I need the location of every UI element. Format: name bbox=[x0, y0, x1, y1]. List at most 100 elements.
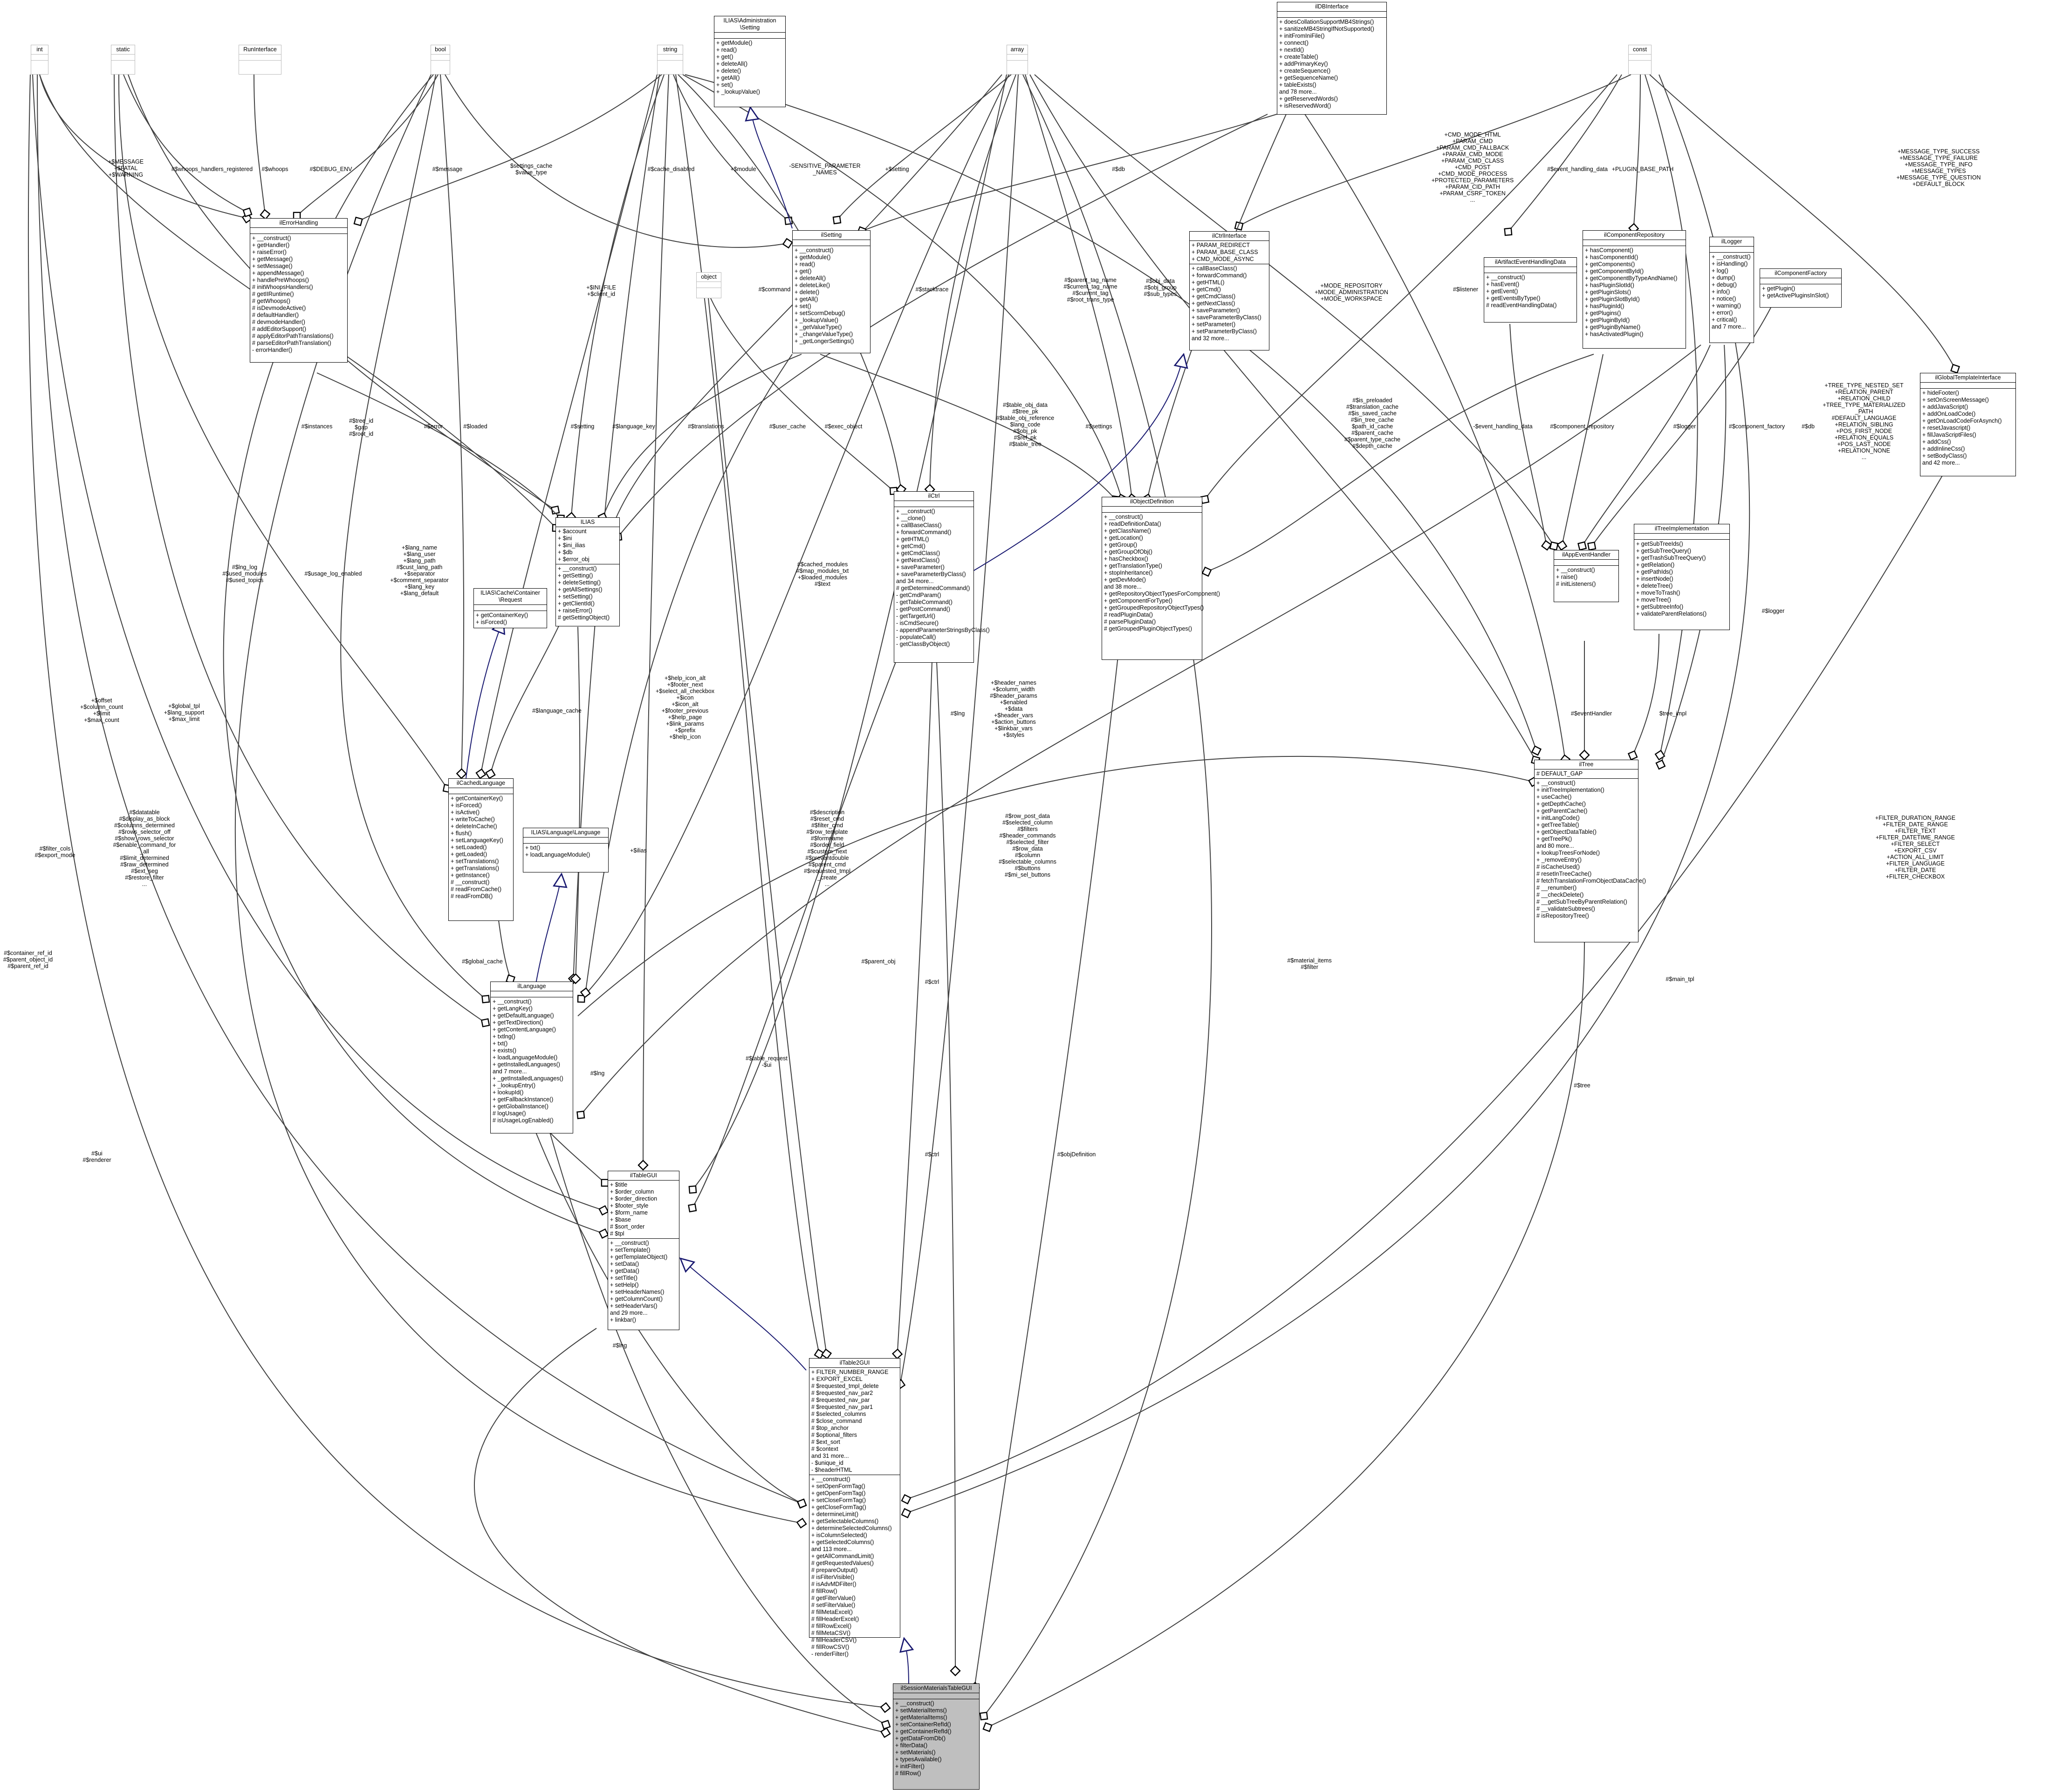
class-run-interface: RunInterface bbox=[239, 45, 281, 75]
operation-line: + _lookupValue() bbox=[795, 317, 838, 323]
class-attributes bbox=[250, 228, 347, 234]
class-name: ilLanguage bbox=[491, 982, 573, 991]
edge-objdef-sessionmat bbox=[969, 652, 1119, 1693]
operation-line: + _removeEntry() bbox=[1536, 857, 1582, 863]
operation-line: + fillJavaScriptFiles() bbox=[1922, 432, 1976, 438]
class-operations: + getContainerKey()+ isForced()+ isActiv… bbox=[449, 794, 513, 901]
edge-label: #$ui #$renderer bbox=[82, 1150, 111, 1163]
edge-iltree-sessionmat bbox=[982, 941, 1585, 1732]
operation-line: + _getLongerSettings() bbox=[795, 338, 854, 344]
operation-line: + determineLimit() bbox=[811, 1511, 859, 1517]
edge-label: #$ctrl bbox=[925, 1151, 939, 1158]
attribute-line: + FILTER_NUMBER_RANGE bbox=[811, 1369, 889, 1375]
operation-line: + lookupId() bbox=[493, 1089, 524, 1096]
operation-line: + isReservedWord() bbox=[1279, 103, 1331, 109]
operation-line: + getRelation() bbox=[1636, 562, 1675, 568]
class-ilappeventhandler: ilAppEventHandler+ __construct()+ raise(… bbox=[1554, 550, 1619, 602]
edge-const-objdef bbox=[1200, 74, 1618, 504]
edge-label: #$main_tpl bbox=[1666, 976, 1694, 982]
operation-line: + saveParameterByClass() bbox=[1192, 314, 1261, 321]
class-attributes bbox=[714, 33, 785, 39]
class-operations: + getContainerKey()+ isForced() bbox=[474, 611, 547, 627]
class-iltablegui: ilTableGUI+ $title+ $order_column+ $orde… bbox=[608, 1171, 679, 1330]
class-operations bbox=[431, 61, 450, 62]
operation-line: + setParameter() bbox=[1192, 321, 1236, 328]
operation-line: # parseEditorPathTranslation() bbox=[252, 340, 331, 346]
edge-label: +TREE_TYPE_NESTED_SET +RELATION_PARENT +… bbox=[1823, 382, 1905, 460]
edge-label: #$component_factory bbox=[1728, 423, 1785, 430]
operation-line: + delete() bbox=[716, 68, 741, 74]
edge-label: #$container_ref_id #$parent_object_id #$… bbox=[3, 950, 53, 969]
operation-line: + setBodyClass() bbox=[1922, 453, 1967, 459]
operation-line: + getDataFromDb() bbox=[895, 1735, 946, 1742]
class-operations bbox=[239, 61, 281, 62]
attribute-line: # $requested_nav_par2 bbox=[811, 1390, 873, 1396]
operation-line: + exists() bbox=[493, 1047, 517, 1054]
operation-line: + setTemplate() bbox=[610, 1247, 651, 1253]
class-ilerrorhandling: ilErrorHandling+ __construct()+ getHandl… bbox=[250, 218, 348, 363]
edge-array-appevent bbox=[1034, 74, 1559, 551]
edge-label: #$language_key bbox=[612, 423, 655, 430]
attribute-line: + $footer_style bbox=[610, 1202, 649, 1209]
class-operations bbox=[31, 61, 48, 62]
edge-label: #$translations bbox=[688, 423, 724, 430]
operation-line: + hasPluginId() bbox=[1585, 303, 1624, 309]
class-static: static bbox=[111, 45, 135, 75]
operation-line: + getModule() bbox=[716, 40, 753, 46]
operation-line: + getLangKey() bbox=[493, 1005, 533, 1012]
edge-label: #$usage_log_enabled bbox=[304, 570, 362, 577]
operation-line: + filterData() bbox=[895, 1742, 928, 1749]
operation-line: # getRequestedValues() bbox=[811, 1560, 874, 1566]
operation-line: + getAllSettings() bbox=[558, 586, 603, 593]
operation-line: + readDefinitionData() bbox=[1104, 521, 1161, 527]
operation-line: + stopInheritance() bbox=[1104, 570, 1153, 576]
operation-line: + getActivePluginsInSlot() bbox=[1762, 292, 1829, 299]
operation-line: + getNextClass() bbox=[896, 557, 940, 563]
class-name: ilObjectDefinition bbox=[1102, 497, 1202, 507]
operation-line: + forwardCommand() bbox=[1192, 272, 1247, 279]
operation-line: - isCmdSecure() bbox=[896, 620, 939, 626]
class-name: ilDBInterface bbox=[1277, 2, 1386, 12]
class-name: ILIAS\Cache\Container \Request bbox=[474, 589, 547, 605]
operation-line: + getContainerRefId() bbox=[895, 1728, 952, 1735]
operation-line: + getCmd() bbox=[1192, 286, 1221, 293]
edge-bool-illanguage bbox=[340, 74, 490, 1003]
operation-line: + setMaterialItems() bbox=[895, 1707, 947, 1714]
operation-line: + initLangCode() bbox=[1536, 815, 1580, 821]
operation-line: + deleteAll() bbox=[716, 61, 748, 67]
class-operations: + doesCollationSupportMB4Strings()+ sani… bbox=[1277, 18, 1386, 110]
class-name: object bbox=[697, 273, 721, 282]
operation-line: + set() bbox=[716, 82, 733, 88]
class-operations: + __construct()+ setTemplate()+ getTempl… bbox=[608, 1239, 679, 1325]
operation-line: - appendParameterStringsByClass() bbox=[896, 627, 990, 633]
operation-line: + get() bbox=[716, 54, 733, 60]
inherit-illanguage-langlanguage bbox=[535, 874, 562, 984]
edge-label: #$lng bbox=[950, 710, 965, 717]
edge-logger-illanguage bbox=[576, 344, 1701, 1119]
operation-line: + warning() bbox=[1712, 302, 1741, 309]
operation-line: + getHTML() bbox=[896, 536, 929, 542]
class-name: ilComponentFactory bbox=[1760, 269, 1841, 278]
operation-line: # isAdvMDFilter() bbox=[811, 1581, 857, 1587]
class-operations: + getPlugin()+ getActivePluginsInSlot() bbox=[1760, 284, 1841, 300]
class-ilias-cache-container-request: ILIAS\Cache\Container \Request + getConta… bbox=[473, 588, 547, 628]
operation-line: + getComponents() bbox=[1585, 261, 1635, 268]
operation-line: + hasPluginSlotId() bbox=[1585, 282, 1634, 288]
class-operations: + __construct()+ hasEvent()+ getEvent()+… bbox=[1484, 273, 1576, 310]
edge-int-sessionmat bbox=[27, 74, 891, 1713]
class-ilias-language-language: ILIAS\Language\Language+ txt()+ loadLang… bbox=[523, 828, 609, 872]
class-attributes bbox=[893, 1693, 979, 1699]
class-operations: + __construct()+ getSetting()+ deleteSet… bbox=[556, 564, 619, 622]
operation-line: + determineSelectedColumns() bbox=[811, 1525, 892, 1531]
operation-line: - getTargetUrl() bbox=[896, 613, 936, 619]
operation-line: # parsePluginData() bbox=[1104, 618, 1156, 625]
operation-line: + setHelp() bbox=[610, 1282, 639, 1288]
operation-line: + deleteLike() bbox=[795, 282, 830, 288]
class-name: ilArtifactEventHandlingData bbox=[1484, 258, 1576, 267]
edge-string-tablegui bbox=[637, 74, 669, 1171]
attribute-line: + $db bbox=[558, 549, 573, 556]
edge-label: +$header_names +$column_width #$header_p… bbox=[990, 680, 1037, 738]
operation-line: # getIIRuntime() bbox=[252, 291, 294, 297]
class-illogger: ilLogger+ __construct()+ isHandling()+ l… bbox=[1709, 237, 1754, 343]
